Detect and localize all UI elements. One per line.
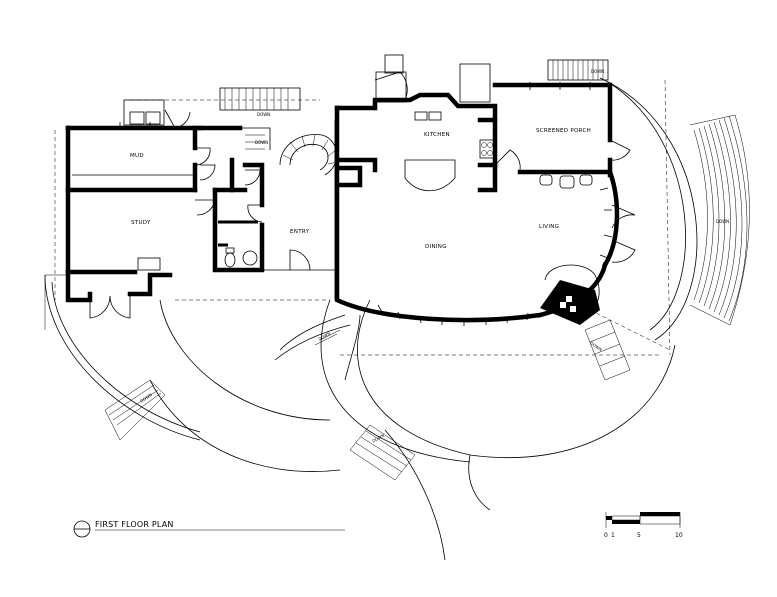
window-marks xyxy=(119,82,613,326)
room-label-study: STUDY xyxy=(131,220,151,226)
down-label-top-left: DOWN xyxy=(257,112,270,117)
room-labels: MUD STUDY ENTRY KITCHEN SCREENED PORCH D… xyxy=(130,128,591,250)
doors xyxy=(89,71,636,319)
scale-tick-label: 1 xyxy=(611,532,615,539)
stair-labels: DOWN DOWN DOWN DOWN DOWN DOWN DOWN DOWN xyxy=(139,69,729,444)
down-label-porch: DOWN xyxy=(591,69,604,74)
fireplace xyxy=(540,264,600,325)
scale-segment xyxy=(612,520,640,524)
down-label-center: DOWN xyxy=(589,340,603,352)
room-label-mud: MUD xyxy=(130,153,144,159)
title-block: FIRST FLOOR PLAN xyxy=(73,520,345,538)
down-label-sw: DOWN xyxy=(139,392,153,404)
spiral-stair xyxy=(240,127,339,176)
scale-segment xyxy=(606,516,612,520)
room-label-dining: DINING xyxy=(425,244,447,250)
scale-segment xyxy=(640,512,680,516)
scale-segment xyxy=(611,515,641,521)
scale-tick-label: 5 xyxy=(637,532,641,539)
walls xyxy=(65,82,620,323)
kitchen-fixtures xyxy=(404,111,495,191)
porch-furniture xyxy=(137,174,593,271)
scale-tick-label: 10 xyxy=(675,532,683,539)
room-label-entry: ENTRY xyxy=(290,229,310,235)
site-outlines xyxy=(44,77,750,561)
scale-tick-label: 0 xyxy=(604,532,608,539)
bathroom-fixtures xyxy=(224,247,258,268)
down-label-front: DOWN xyxy=(317,331,331,342)
down-label-bottom: DOWN xyxy=(371,433,385,444)
room-label-screened-porch: SCREENED PORCH xyxy=(536,128,591,134)
room-label-kitchen: KITCHEN xyxy=(424,132,450,138)
plan-title: FIRST FLOOR PLAN xyxy=(95,520,174,529)
scale-segment xyxy=(639,515,681,525)
scale-bar: 0 1 5 10 xyxy=(604,512,683,539)
down-label-stair: DOWN xyxy=(255,140,268,145)
upper-projections xyxy=(123,54,609,126)
down-label-right: DOWN xyxy=(716,219,729,224)
room-label-living: LIVING xyxy=(539,224,559,230)
